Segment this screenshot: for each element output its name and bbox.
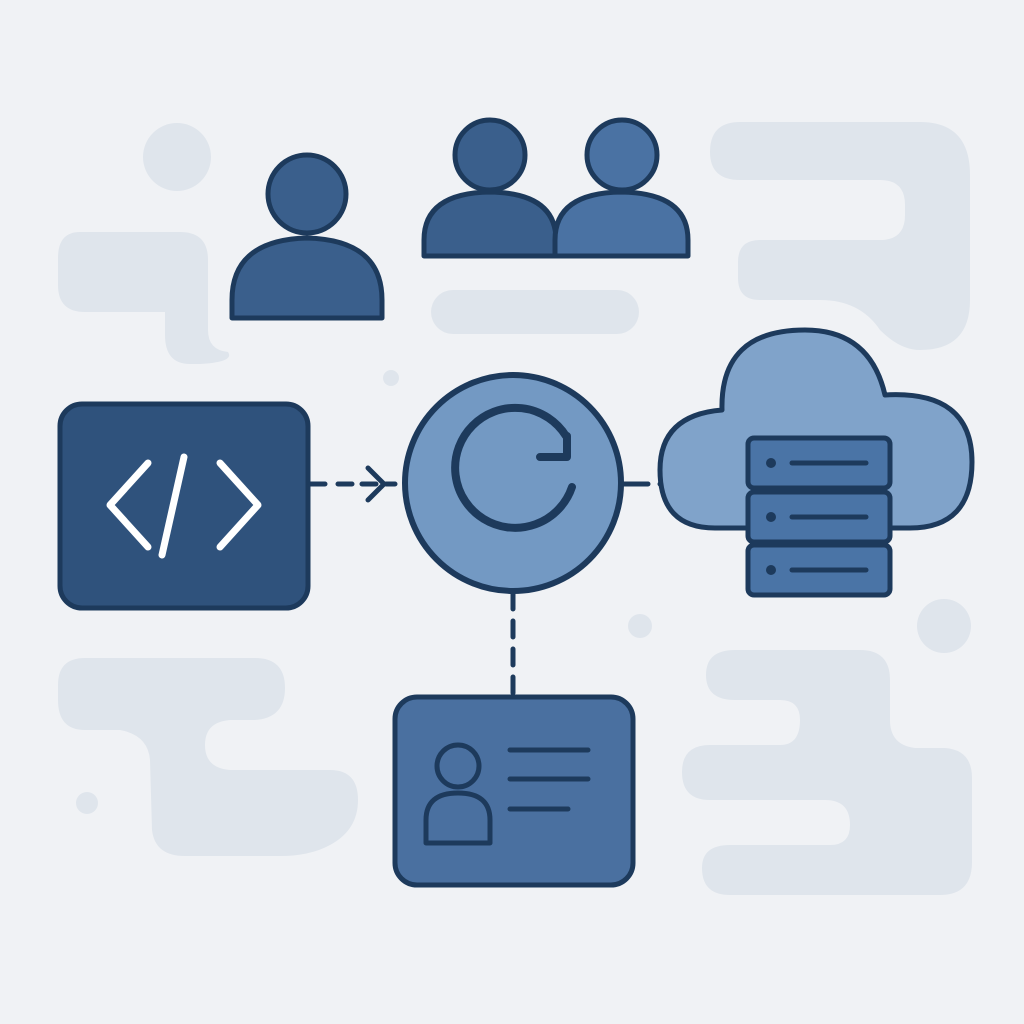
user-head (452, 117, 528, 193)
user-body (552, 189, 691, 259)
sync-node (402, 372, 624, 594)
blob (383, 370, 399, 386)
blob (431, 290, 639, 334)
server-stack-icon (745, 435, 893, 598)
arrowhead-icon (365, 465, 387, 503)
id-card-icon (423, 742, 591, 846)
blob (710, 122, 970, 350)
cloud-server-node (657, 327, 975, 598)
user-head (584, 117, 660, 193)
blob (917, 599, 971, 653)
blob (58, 658, 358, 856)
blob (628, 614, 652, 638)
users-group-icon (421, 117, 691, 259)
code-icon (106, 453, 262, 559)
blob (58, 232, 230, 364)
single-user-icon (229, 152, 385, 321)
refresh-icon (451, 403, 576, 532)
background-blobs (58, 122, 972, 895)
blob (76, 792, 98, 814)
profile-card-node (392, 694, 636, 888)
edge-code-to-sync (307, 465, 398, 503)
blob (143, 123, 211, 191)
user-body (421, 189, 559, 259)
blob (682, 650, 972, 895)
code-node (57, 401, 311, 611)
cloud-icon (657, 327, 975, 531)
